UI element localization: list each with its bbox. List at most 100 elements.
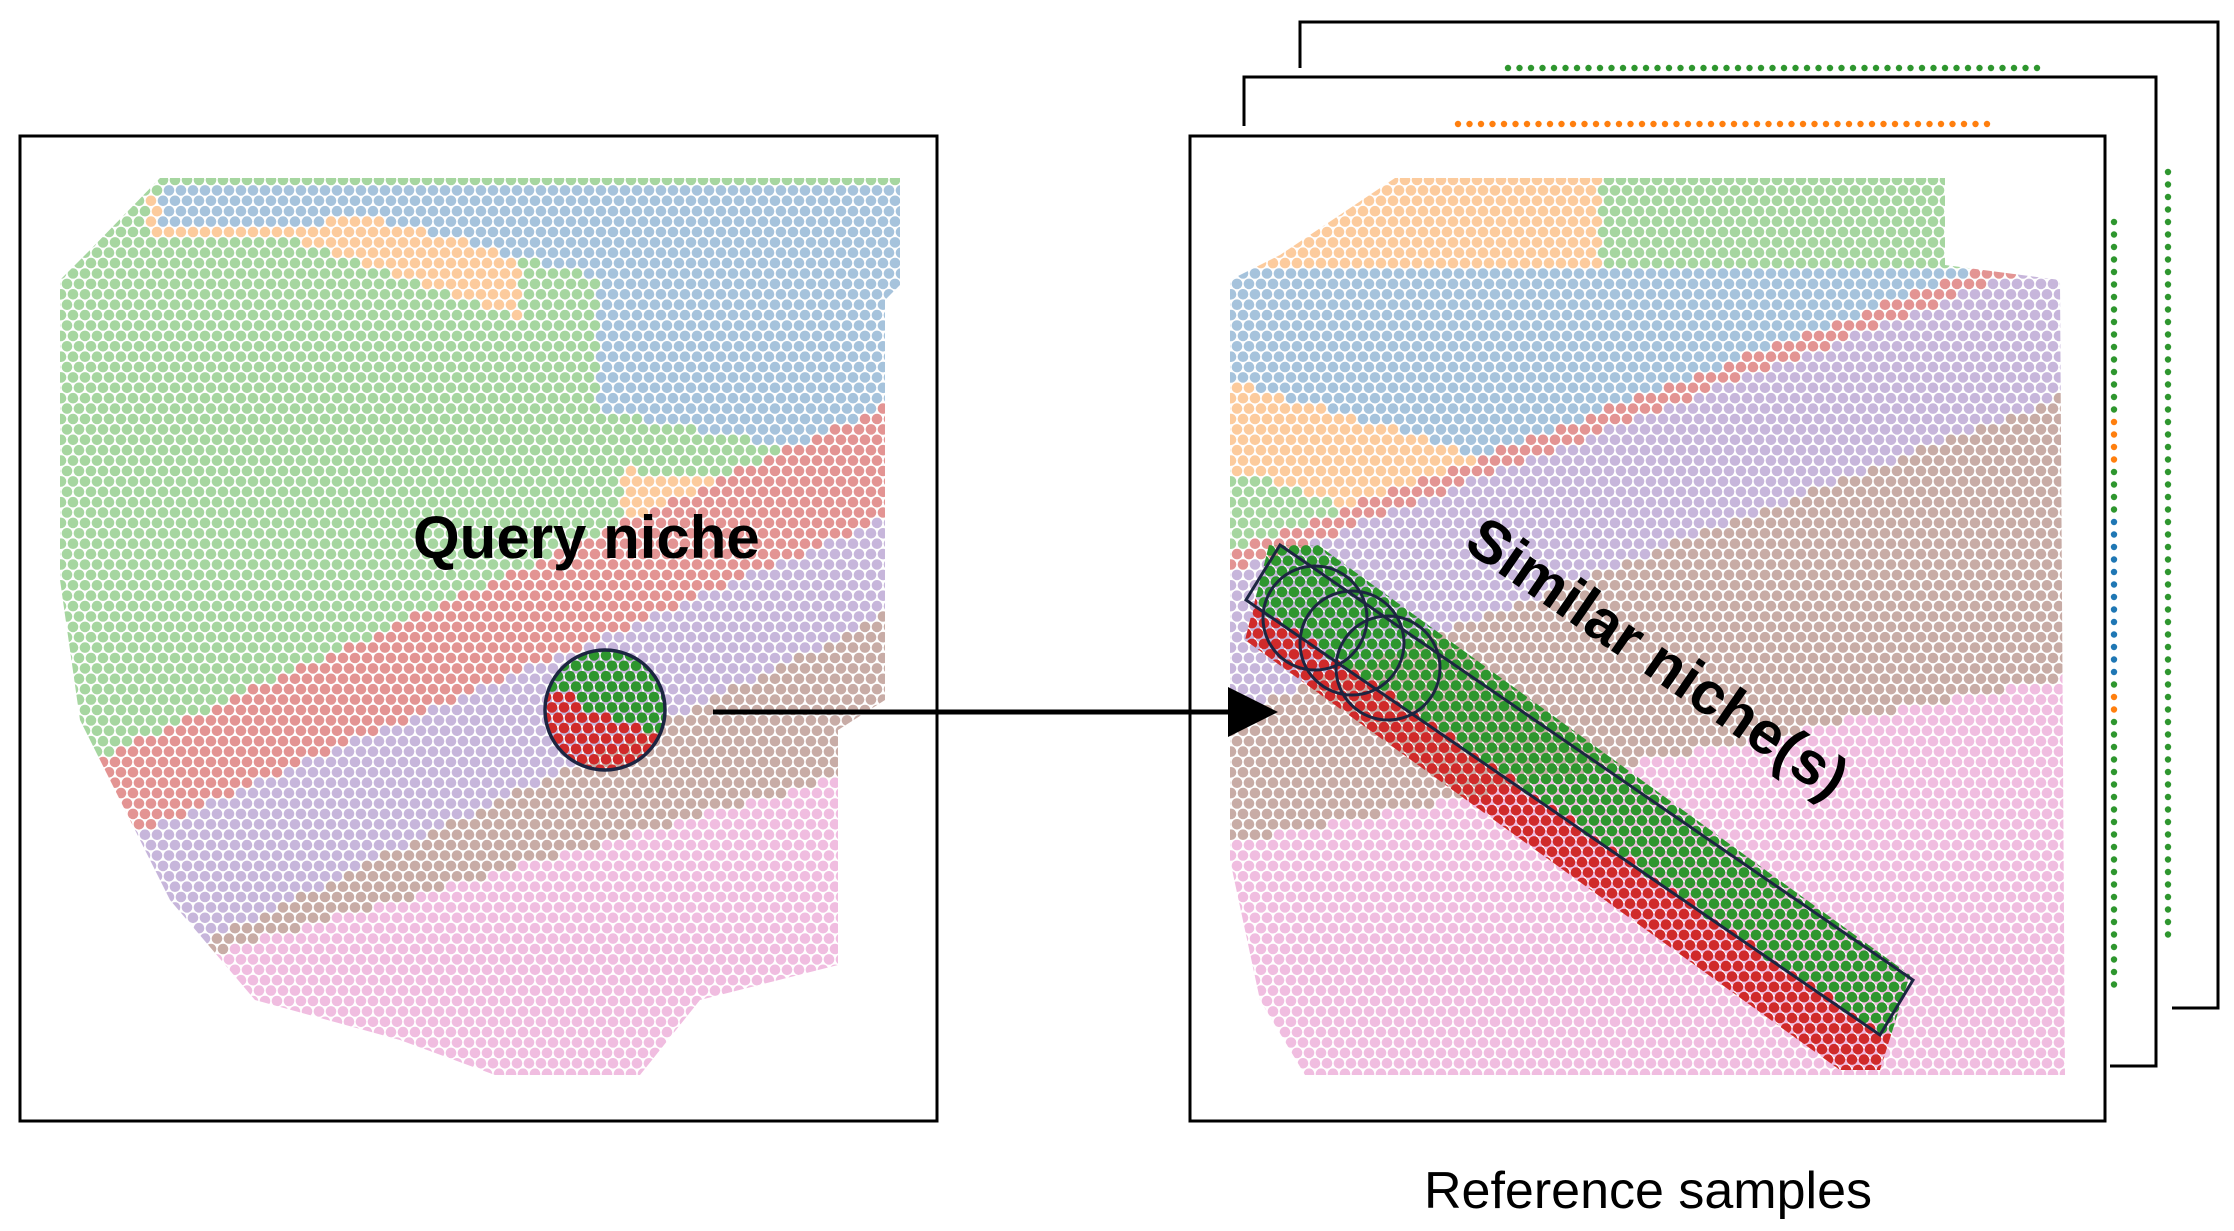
query-tissue-spot — [793, 278, 805, 290]
query-tissue-spot — [367, 205, 379, 217]
query-tissue-spot — [331, 621, 343, 633]
query-tissue-spot — [265, 403, 277, 414]
query-tissue-spot — [253, 320, 265, 331]
query-tissue-spot — [385, 652, 397, 664]
query-tissue-spot — [691, 496, 703, 508]
query-tissue-spot — [745, 424, 757, 435]
query-tissue-spot — [157, 403, 169, 414]
query-tissue-spot — [271, 559, 283, 570]
stack-spot — [1972, 120, 1979, 128]
query-tissue-spot — [145, 528, 157, 539]
query-tissue-spot — [733, 590, 745, 601]
query-tissue-spot — [277, 178, 289, 186]
query-tissue-spot — [115, 392, 127, 404]
query-tissue-spot — [553, 860, 565, 872]
query-tissue-spot — [151, 704, 163, 716]
query-tissue-spot — [97, 486, 109, 498]
query-tissue-spot — [859, 372, 871, 383]
query-tissue-spot — [301, 694, 313, 705]
stack-spot — [2164, 781, 2172, 788]
query-tissue-spot — [577, 403, 589, 414]
query-tissue-spot — [379, 434, 391, 446]
query-tissue-spot — [667, 476, 679, 487]
query-tissue-spot — [481, 486, 493, 498]
query-tissue-spot — [217, 299, 229, 311]
query-tissue-spot — [613, 590, 625, 601]
query-tissue-spot — [799, 683, 811, 695]
query-tissue-spot — [67, 517, 79, 529]
query-tissue-spot — [151, 746, 163, 757]
query-tissue-spot — [703, 351, 715, 363]
query-tissue-spot — [343, 268, 355, 279]
query-tissue-spot — [739, 746, 751, 757]
query-tissue-spot — [763, 392, 775, 404]
query-tissue-spot — [745, 694, 757, 705]
query-tissue-spot — [505, 819, 517, 830]
query-tissue-spot — [319, 683, 331, 695]
query-tissue-spot — [157, 257, 169, 269]
query-tissue-spot — [811, 808, 823, 820]
query-tissue-spot — [571, 330, 583, 342]
query-tissue-spot — [517, 839, 529, 851]
query-tissue-spot — [553, 237, 565, 248]
query-tissue-spot — [433, 178, 445, 186]
query-tissue-spot — [511, 289, 523, 300]
query-tissue-spot — [673, 237, 685, 248]
query-tissue-spot — [361, 819, 373, 830]
query-tissue-spot — [829, 735, 841, 747]
stack-spot — [2110, 618, 2118, 626]
query-tissue-spot — [307, 476, 319, 487]
query-tissue-spot — [733, 178, 745, 186]
query-tissue-spot — [649, 860, 661, 872]
query-tissue-spot — [451, 496, 463, 508]
query-tissue-spot — [271, 829, 283, 840]
query-tissue-spot — [817, 735, 829, 747]
query-tissue-spot — [811, 289, 823, 300]
query-tissue-spot — [799, 559, 811, 570]
query-tissue-spot — [529, 278, 541, 290]
query-tissue-spot — [307, 683, 319, 695]
query-tissue-spot — [175, 351, 187, 363]
query-tissue-spot — [367, 683, 379, 695]
query-tissue-spot — [289, 237, 301, 248]
query-tissue-spot — [835, 247, 847, 258]
stack-spot — [1753, 120, 1761, 128]
query-tissue-spot — [721, 860, 733, 872]
query-tissue-spot — [685, 444, 697, 456]
query-tissue-spot — [403, 787, 415, 799]
query-tissue-spot — [355, 600, 367, 612]
query-tissue-spot — [253, 465, 265, 477]
query-tissue-spot — [523, 372, 535, 383]
query-tissue-spot — [841, 320, 853, 331]
query-tissue-spot — [631, 829, 643, 840]
query-tissue-spot — [247, 580, 259, 591]
query-tissue-spot — [871, 351, 883, 363]
query-tissue-spot — [619, 476, 631, 487]
query-tissue-spot — [553, 777, 565, 788]
query-tissue-spot — [829, 611, 841, 622]
query-tissue-spot — [73, 320, 85, 331]
query-tissue-spot — [541, 299, 553, 311]
query-tissue-spot — [319, 580, 331, 591]
query-tissue-spot — [487, 455, 499, 466]
query-tissue-spot — [415, 205, 427, 217]
query-tissue-spot — [703, 413, 715, 425]
query-tissue-spot — [721, 361, 733, 373]
query-tissue-spot — [229, 299, 241, 311]
query-tissue-spot — [403, 372, 415, 383]
query-tissue-spot — [379, 351, 391, 363]
query-tissue-spot — [439, 559, 451, 570]
query-tissue-spot — [589, 860, 601, 872]
query-tissue-spot — [241, 237, 253, 248]
query-tissue-spot — [589, 341, 601, 352]
query-tissue-spot — [475, 642, 487, 653]
query-tissue-spot — [565, 320, 577, 331]
query-tissue-spot — [361, 777, 373, 788]
query-tissue-spot — [121, 486, 133, 498]
query-tissue-spot — [223, 392, 235, 404]
query-tissue-spot — [805, 819, 817, 830]
query-tissue-spot — [805, 715, 817, 726]
query-tissue-spot — [439, 538, 451, 549]
query-tissue-spot — [103, 289, 115, 300]
query-tissue-spot — [253, 715, 265, 726]
